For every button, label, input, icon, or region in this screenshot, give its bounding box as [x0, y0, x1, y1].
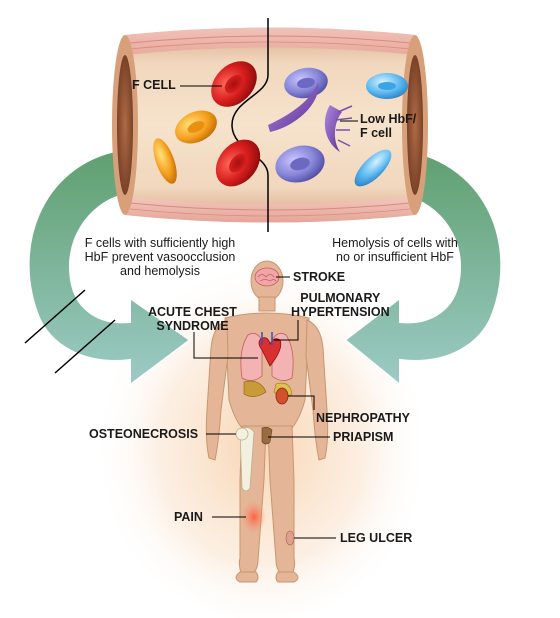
orange-cell-side	[153, 138, 177, 184]
leg-ulcer-label: LEG ULCER	[340, 531, 413, 545]
brain	[254, 267, 280, 287]
sickle-cell-top	[268, 82, 319, 132]
genital	[261, 427, 273, 445]
light-blue-cell-top	[366, 73, 408, 99]
left-caption: F cells with sufficiently high HbF preve…	[84, 236, 236, 278]
pulmonary-hypertension-label: PULMONARY HYPERTENSION	[291, 291, 390, 319]
heart	[258, 337, 282, 367]
left-curved-arrow	[27, 148, 192, 387]
break-mark-1	[24, 289, 86, 344]
deoxy-cell-bottom	[275, 145, 325, 183]
orange-cell-round	[175, 110, 217, 144]
light-blue-cell-bottom	[354, 149, 392, 187]
acute-chest-syndrome-label: ACUTE CHEST SYNDROME	[148, 305, 237, 333]
kidney	[275, 387, 289, 405]
sickle-cell-spiky	[324, 105, 353, 152]
leg-ulcer-spot	[285, 530, 295, 546]
acute-chest-pointer	[193, 332, 258, 359]
nephropathy-label: NEPHROPATHY	[316, 411, 410, 425]
f-cell-red-top	[211, 61, 257, 107]
osteonecrosis-label: OSTEONECROSIS	[89, 427, 199, 441]
priapism-label: PRIAPISM	[333, 430, 394, 444]
low-hbf-label: Low HbF/ F cell	[360, 112, 417, 140]
stroke-label: STROKE	[293, 270, 346, 284]
nephropathy-pointer	[288, 395, 315, 410]
f-cell-label: F CELL	[132, 78, 176, 92]
femur	[239, 427, 255, 492]
right-caption: Hemolysis of cells with no or insufficie…	[332, 236, 458, 264]
break-mark-2	[54, 319, 116, 374]
f-cell-red-bottom	[215, 139, 261, 187]
pulm-hypertension-pointer	[274, 320, 299, 341]
left-lung	[240, 332, 263, 381]
femoral-head	[235, 427, 249, 441]
right-curved-arrow	[343, 148, 503, 388]
pain-label: PAIN	[174, 510, 203, 524]
pain-spot	[242, 501, 266, 533]
